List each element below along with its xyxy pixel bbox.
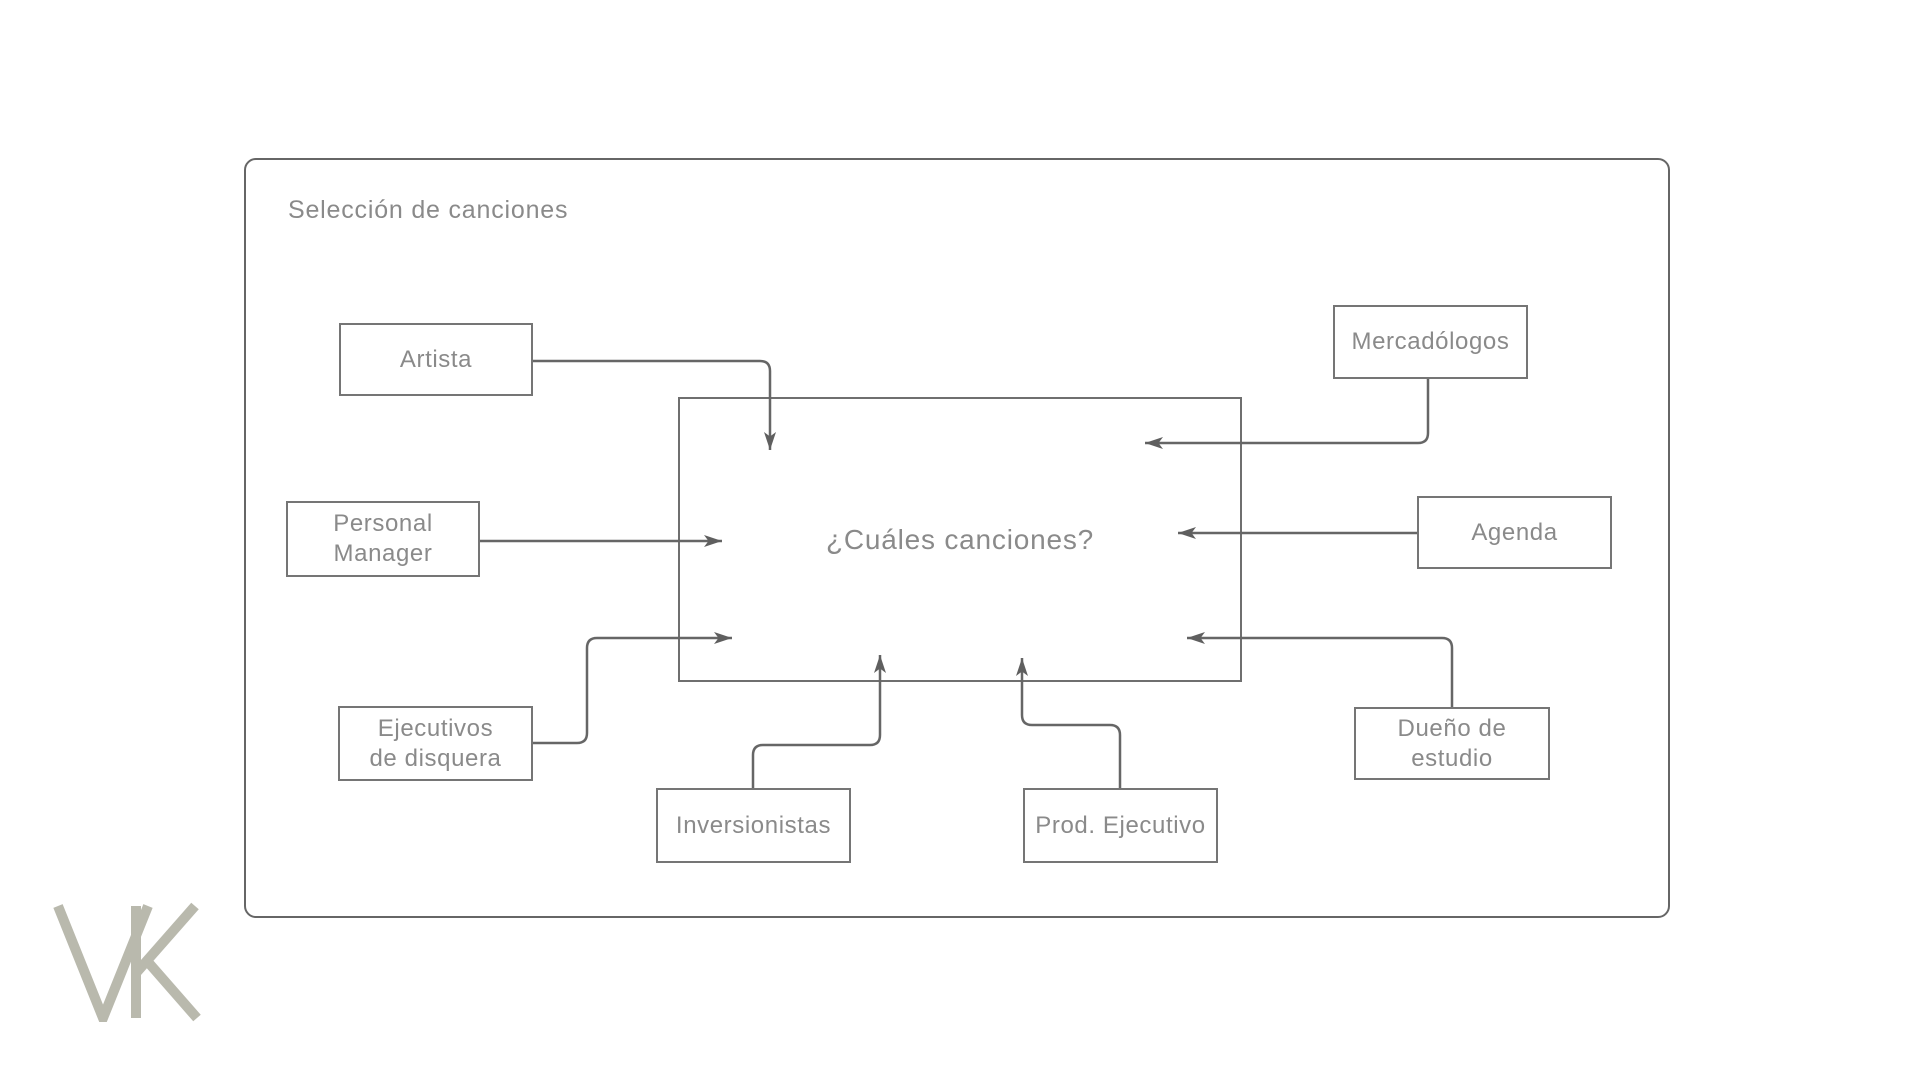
vk-logo-icon [53, 902, 201, 1032]
node-inversionistas: Inversionistas [656, 788, 851, 863]
node-personal-manager: Personal Manager [286, 501, 480, 577]
node-ejecutivos-de-disquera: Ejecutivos de disquera [338, 706, 533, 781]
diagram-frame [244, 158, 1670, 918]
node-mercadologos: Mercadólogos [1333, 305, 1528, 379]
node-agenda: Agenda [1417, 496, 1612, 569]
vk-watermark-logo [52, 902, 202, 1032]
node-prod-ejecutivo: Prod. Ejecutivo [1023, 788, 1218, 863]
node-dueno-de-estudio: Dueño de estudio [1354, 707, 1550, 780]
central-question-label: ¿Cuáles canciones? [825, 523, 1095, 555]
node-artista: Artista [339, 323, 533, 396]
central-question-box: ¿Cuáles canciones? [678, 397, 1242, 682]
diagram-title: Selección de canciones [288, 196, 569, 224]
